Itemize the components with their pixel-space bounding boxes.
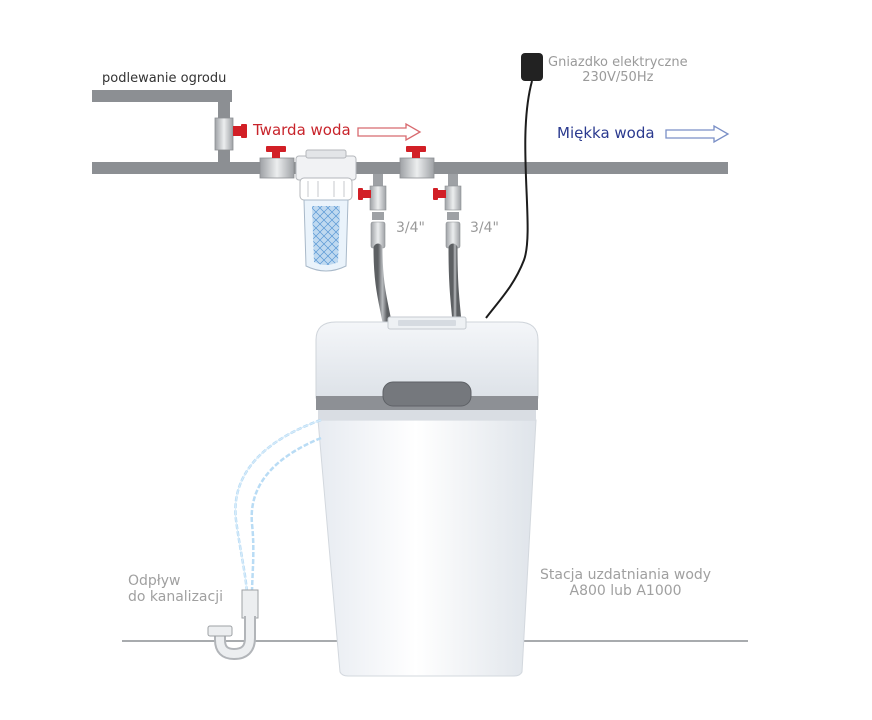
water-prefilter — [295, 149, 357, 272]
outlet-tap-assembly — [433, 174, 462, 327]
drain-label-line1: Odpływ — [128, 573, 181, 589]
outlet-size-label: 3/4" — [470, 220, 499, 236]
socket-label-line1: Gniazdko elektryczne — [548, 55, 688, 70]
garden-branch-pipe — [92, 90, 232, 164]
drain-siphon-trap — [207, 589, 259, 661]
drain-label-line2: do kanalizacji — [128, 589, 223, 606]
station-label-line2: A800 lub A1000 — [569, 583, 682, 600]
socket-label: Gniazdko elektryczne 230V/50Hz — [548, 55, 688, 86]
drain-label: Odpływ do kanalizacji — [128, 573, 223, 605]
power-socket-icon — [521, 53, 543, 81]
socket-label-line2: 230V/50Hz — [582, 69, 654, 85]
hard-water-label: Twarda woda — [253, 121, 351, 139]
bypass-valve — [399, 146, 435, 179]
station-label-line1: Stacja uzdatniania wody — [540, 567, 712, 583]
garden-valve — [214, 117, 247, 151]
soft-water-arrow-icon — [665, 124, 730, 144]
inlet-size-label: 3/4" — [396, 220, 425, 236]
garden-watering-label: podlewanie ogrodu — [102, 71, 227, 86]
hard-water-arrow-icon — [357, 122, 422, 142]
water-softener-station — [315, 316, 539, 677]
station-label: Stacja uzdatniania wody A800 lub A1000 — [540, 567, 711, 599]
drain-hose — [234, 418, 322, 595]
soft-water-label: Miękka woda — [557, 124, 655, 142]
power-cable — [485, 80, 533, 319]
main-valve-left — [259, 146, 295, 179]
inlet-tap-assembly — [358, 174, 392, 327]
